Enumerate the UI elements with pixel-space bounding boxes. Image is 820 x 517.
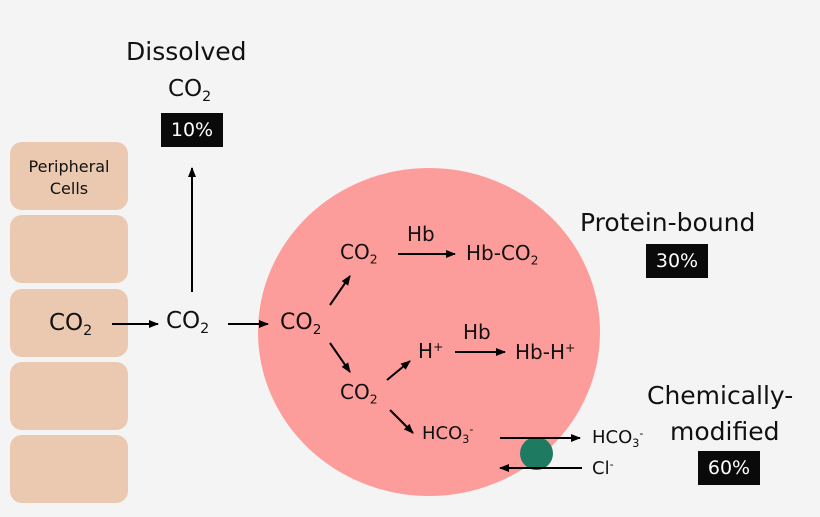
dissolved-percent-badge: 10%: [161, 113, 223, 147]
co2-in-cell: CO2: [49, 310, 93, 339]
hco3-outside: HCO3-: [592, 426, 644, 450]
chemically-modified-title-line2: modified: [670, 417, 780, 446]
dissolved-percent: 10%: [170, 119, 214, 141]
arrow-co2-to-hco3: [389, 409, 414, 434]
protein-bound-percent-badge: 30%: [646, 244, 708, 278]
h-ion: H+: [418, 339, 444, 363]
peripheral-cells-label-line1: Peripheral: [28, 157, 110, 176]
arrow-up-to-co2: [329, 275, 351, 306]
chemically-modified-title-line1: Chemically-: [647, 381, 794, 410]
peripheral-cell-3: CO2: [10, 289, 128, 357]
hb-label-upper: Hb: [407, 222, 435, 246]
co2-rbc-lower: CO2: [340, 380, 378, 407]
peripheral-cells-label-line2: Cells: [49, 179, 89, 198]
peripheral-cell-1: Peripheral Cells: [10, 142, 128, 210]
hb-h-product: Hb-H+: [515, 340, 576, 364]
peripheral-cell-4: [10, 362, 128, 430]
hco3-inside: HCO3-: [422, 422, 474, 446]
chemically-modified-percent: 60%: [707, 457, 751, 479]
co2-rbc-upper: CO2: [340, 240, 378, 267]
protein-bound-percent: 30%: [655, 250, 699, 272]
arrow-down-to-co2: [329, 342, 351, 373]
chloride-bicarbonate-exchanger: [520, 437, 553, 470]
peripheral-cell-2: [10, 215, 128, 283]
dissolved-title: Dissolved: [126, 37, 247, 66]
hb-co2-product: Hb-CO2: [466, 241, 539, 268]
chemically-modified-percent-badge: 60%: [698, 451, 760, 485]
arrow-co2-to-h: [386, 360, 411, 381]
hb-label-lower: Hb: [463, 320, 491, 344]
co2-rbc-entry: CO2: [280, 310, 322, 338]
peripheral-cell-5: [10, 435, 128, 503]
co2-plasma: CO2: [166, 308, 210, 337]
cl-ion: Cl-: [592, 457, 614, 479]
protein-bound-title: Protein-bound: [580, 208, 756, 237]
dissolved-co2: CO2: [168, 76, 212, 105]
